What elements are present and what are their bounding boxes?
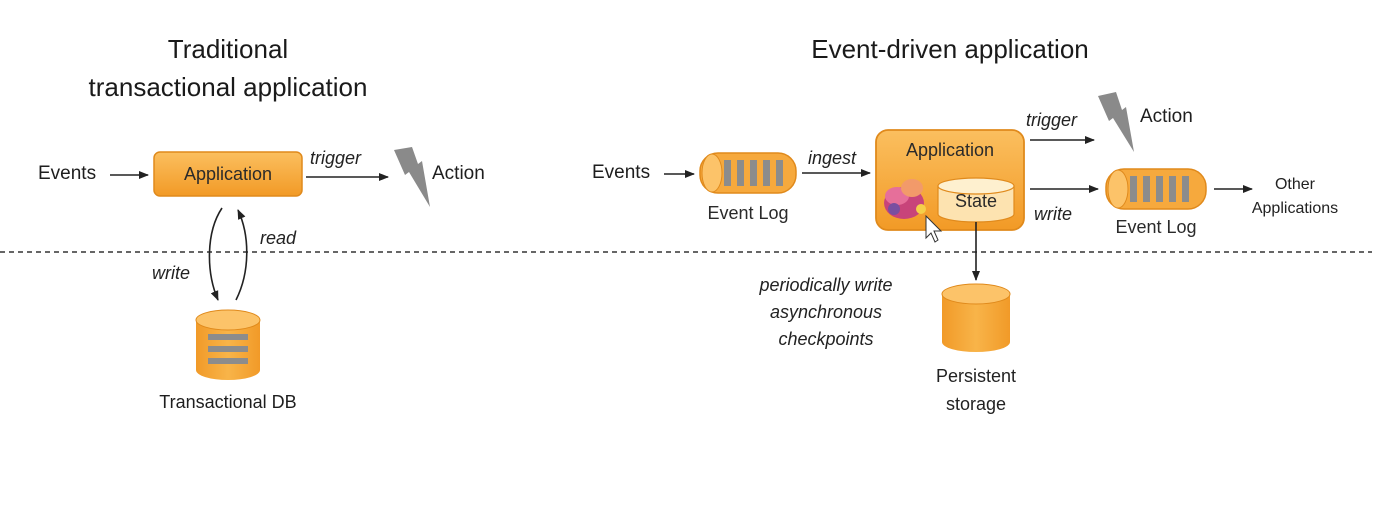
persistent-storage-label: Persistent storage (906, 362, 1046, 418)
events-label-right: Events (592, 162, 651, 183)
lightning-bolt-icon (394, 147, 430, 207)
other-applications-label: Other Applications (1240, 173, 1350, 221)
persistent-storage-line2: storage (945, 394, 1007, 414)
write-label: write (152, 263, 191, 283)
checkpoint-line2: asynchronous (769, 302, 883, 322)
event-log-icon (699, 152, 797, 194)
trigger-label-right: trigger (1026, 110, 1078, 130)
ingest-label: ingest (808, 148, 857, 168)
state-cylinder (937, 177, 1015, 223)
transactional-db-label: Transactional DB (159, 392, 297, 412)
checkpoint-line1: periodically write (759, 275, 893, 295)
event-application-label: Application (905, 140, 995, 160)
traditional-title: Traditional transactional application (48, 30, 408, 106)
mouse-cursor-icon (925, 214, 943, 243)
checkpoint-line3: checkpoints (778, 329, 874, 349)
application-box (153, 151, 303, 197)
event-driven-title: Event-driven application (811, 34, 1089, 64)
arrow-write (208, 207, 223, 301)
trigger-label: trigger (310, 148, 362, 168)
database-icon (195, 309, 261, 380)
traditional-title-line1: Traditional (167, 34, 289, 64)
event-log-icon (1105, 168, 1207, 210)
checkpoint-label: periodically write asynchronous checkpoi… (736, 272, 916, 353)
events-label: Events (38, 163, 97, 184)
application-label: Application (183, 164, 273, 184)
action-label: Action (432, 163, 485, 184)
other-applications-line2: Applications (1251, 200, 1339, 217)
flink-squirrel-icon (884, 179, 926, 219)
traditional-title-line2: transactional application (88, 72, 368, 102)
action-label-right: Action (1140, 106, 1193, 127)
lightning-bolt-icon (1098, 92, 1134, 152)
event-log-in-label: Event Log (707, 203, 789, 223)
arrow-read (235, 209, 248, 301)
event-log-out-label: Event Log (1115, 217, 1197, 237)
persistent-storage-cylinder (941, 283, 1011, 352)
write-label-right: write (1034, 204, 1073, 224)
read-label: read (260, 228, 297, 248)
state-label: State (954, 191, 998, 211)
persistent-storage-line1: Persistent (935, 366, 1017, 386)
other-applications-line1: Other (1274, 176, 1315, 193)
